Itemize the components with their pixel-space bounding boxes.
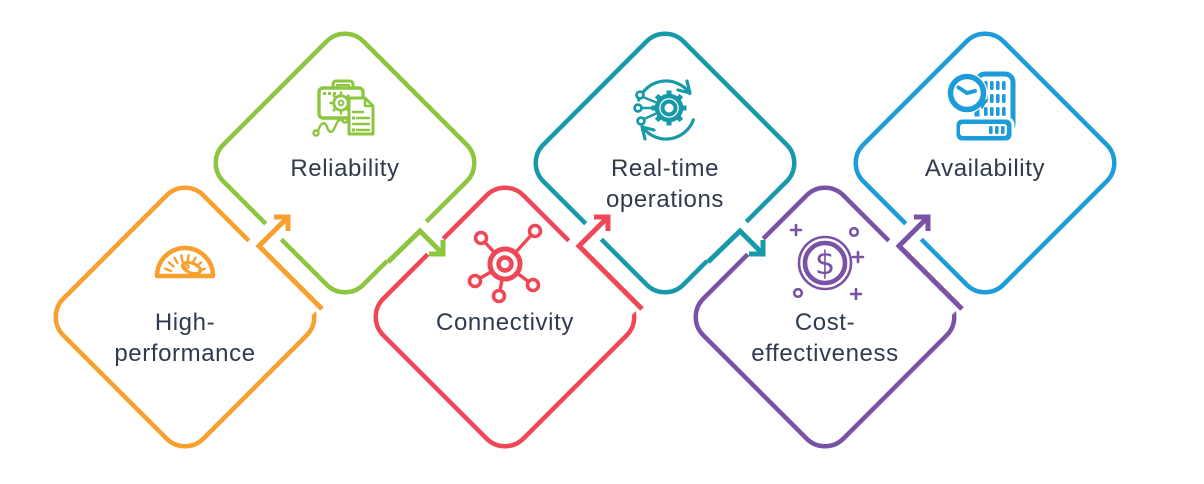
connector-arrow-connectivity-to-real-time	[575, 214, 644, 311]
gear-sync-icon	[633, 79, 695, 141]
dollar-glyph: $	[815, 244, 835, 282]
label-availability: Availability	[924, 155, 1046, 182]
label-real-time-operations: Real-time operations	[605, 155, 725, 213]
gauge-icon	[154, 245, 216, 279]
label-high-performance: High- performance	[114, 309, 256, 367]
dollar-coin-icon: $	[789, 223, 865, 301]
label-reliability: Reliability	[290, 155, 400, 182]
arrowhead-up-icon	[594, 214, 611, 231]
arrowhead-down-icon	[749, 240, 766, 257]
arrow-shaft	[255, 215, 324, 311]
network-hub-icon	[467, 223, 543, 304]
label-connectivity: Connectivity	[436, 309, 574, 336]
clock-server-icon	[946, 71, 1016, 144]
label-cost-effectiveness: Cost- effectiveness	[751, 309, 899, 367]
connector-arrow-real-time-to-cost	[706, 227, 766, 264]
arrow-shaft	[386, 227, 445, 264]
connector-arrow-high-performance-to-reliability	[255, 214, 324, 311]
arrow-shaft	[575, 215, 644, 311]
arrow-shaft	[706, 227, 765, 264]
connector-arrow-reliability-to-connectivity	[386, 227, 446, 264]
arrow-shaft	[895, 215, 964, 311]
toolbox-report-icon	[312, 79, 375, 137]
connector-arrows	[255, 214, 964, 311]
arrowhead-up-icon	[914, 214, 931, 231]
arrowhead-up-icon	[274, 214, 291, 231]
arrowhead-down-icon	[429, 240, 446, 257]
connector-arrow-cost-to-availability	[895, 214, 964, 311]
